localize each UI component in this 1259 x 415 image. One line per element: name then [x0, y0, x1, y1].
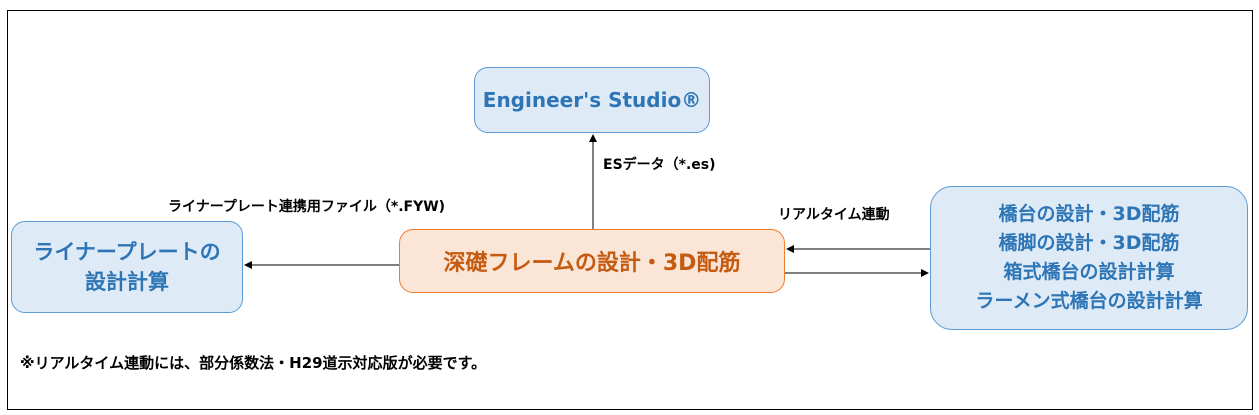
right-line: 橋台の設計・3D配筋	[998, 203, 1180, 225]
liner-box: ライナープレートの 設計計算	[11, 221, 243, 313]
liner-line: 設計計算	[85, 270, 169, 294]
footnote: ※リアルタイム連動には、部分係数法・H29道示対応版が必要です。	[20, 354, 487, 372]
right-box: 橋台の設計・3D配筋 橋脚の設計・3D配筋 箱式橋台の設計計算 ラーメン式橋台の…	[930, 186, 1248, 330]
liner-file-label: ライナープレート連携用ファイル（*.FYW)	[168, 199, 446, 215]
realtime-label: リアルタイム連動	[778, 207, 890, 223]
diagram-frame	[7, 10, 1253, 410]
liner-line: ライナープレートの	[33, 240, 221, 264]
right-line: 橋脚の設計・3D配筋	[998, 232, 1180, 254]
right-line: 箱式橋台の設計計算	[1003, 261, 1175, 283]
center-box: 深礎フレームの設計・3D配筋	[399, 229, 785, 293]
es-box: Engineer's Studio®	[474, 67, 710, 133]
es-data-label: ESデータ（*.es)	[603, 157, 716, 173]
right-line: ラーメン式橋台の設計計算	[975, 290, 1203, 312]
